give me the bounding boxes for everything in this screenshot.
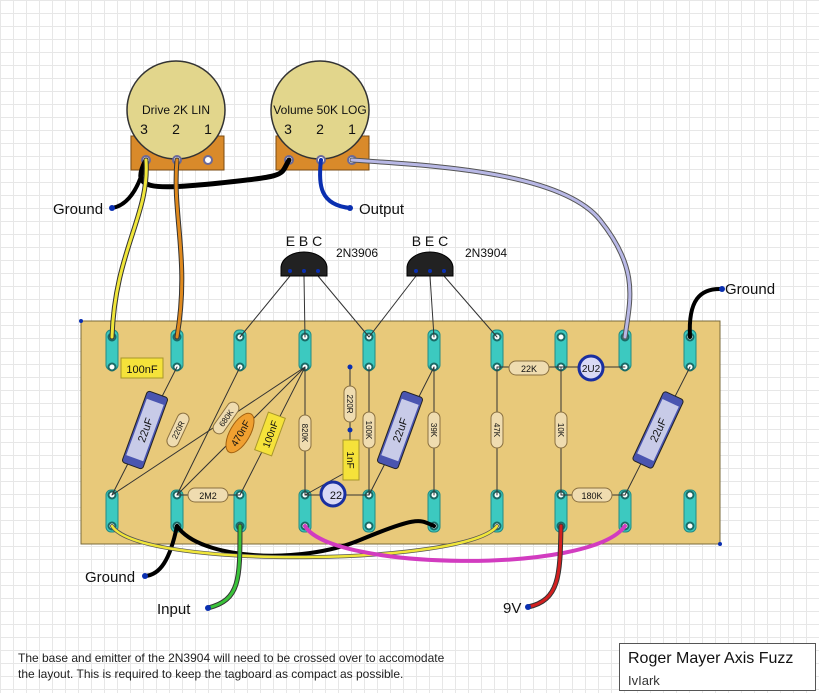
resistor-180k: 180K: [571, 487, 613, 503]
project-title: Roger Mayer Axis Fuzz: [628, 650, 794, 667]
svg-text:47K: 47K: [492, 423, 501, 438]
resistor-2m2: 2M2: [187, 487, 229, 503]
transistor-2n3904-pins: B E C: [412, 233, 449, 249]
svg-text:22K: 22K: [521, 364, 537, 374]
svg-text:39K: 39K: [429, 423, 438, 438]
transistor-2n3906-part: 2N3906: [336, 246, 378, 260]
footnote-line-1: The base and emitter of the 2N3904 will …: [18, 651, 445, 665]
resistor-39k: 39K: [427, 411, 441, 449]
wires: [109, 157, 724, 611]
drive-pot-pin1: 1: [204, 121, 212, 137]
ground-right-label: Ground: [725, 281, 775, 298]
capacitor-100nf-top: 100nF: [120, 357, 164, 379]
layout-footnote: The base and emitter of the 2N3904 will …: [18, 650, 578, 682]
ground-bottom-label: Ground: [85, 569, 135, 586]
volume-pot-label: Volume 50K LOG: [273, 103, 366, 117]
ground-top-label: Ground: [53, 201, 103, 218]
footnote-line-2: the layout. This is required to keep the…: [18, 667, 404, 681]
resistor-100k: 100K: [362, 411, 376, 449]
nine-v-label: 9V: [503, 600, 521, 617]
svg-text:220R: 220R: [345, 394, 354, 413]
resistor-10k: 10K: [554, 411, 568, 449]
resistor-820k: 820K: [298, 414, 312, 452]
resistor-47k: 47K: [490, 411, 504, 449]
resistor-22k: 22K: [508, 360, 550, 376]
resistor-220r-b: 220R: [343, 385, 357, 423]
svg-text:100nF: 100nF: [126, 364, 157, 376]
volume-pot-pin3: 3: [284, 121, 292, 137]
transistor-2n3904-part: 2N3904: [465, 246, 507, 260]
drive-pot-pin2: 2: [172, 121, 180, 137]
drive-pot-label: Drive 2K LIN: [142, 103, 210, 117]
drive-pot-pin3: 3: [140, 121, 148, 137]
svg-text:10K: 10K: [556, 423, 565, 438]
capacitor-100nf: 100nF: [254, 411, 286, 457]
output-label: Output: [359, 201, 405, 218]
transistor-2n3906-pins: E B C: [286, 233, 323, 249]
capacitor-1nf: 1nF: [342, 439, 360, 481]
svg-text:1nF: 1nF: [344, 451, 355, 468]
tags-bottom-row: [105, 489, 697, 533]
svg-text:180K: 180K: [581, 491, 602, 501]
title-block: Roger Mayer Axis Fuzz IvIark: [619, 643, 816, 691]
svg-text:22: 22: [330, 490, 342, 502]
transistor-2n3904: [406, 251, 454, 277]
svg-text:820K: 820K: [300, 424, 309, 443]
transistor-2n3906: [280, 251, 328, 277]
capacitor-22uf-mid: 22uF: [377, 390, 423, 470]
resistor-220r-a: 220R: [166, 412, 190, 448]
svg-text:2M2: 2M2: [199, 491, 217, 501]
volume-pot-pin2: 2: [316, 121, 324, 137]
capacitor-22uf-right: 22uF: [632, 391, 684, 469]
volume-pot-pin1: 1: [348, 121, 356, 137]
svg-text:2U2: 2U2: [582, 364, 601, 375]
author-name: IvIark: [628, 673, 660, 688]
svg-text:100K: 100K: [364, 421, 373, 440]
capacitor-22: 22: [319, 480, 347, 508]
capacitor-22uf-left: 22uF: [122, 390, 168, 470]
input-label: Input: [157, 601, 191, 618]
capacitor-2u2: 2U2: [577, 354, 605, 382]
